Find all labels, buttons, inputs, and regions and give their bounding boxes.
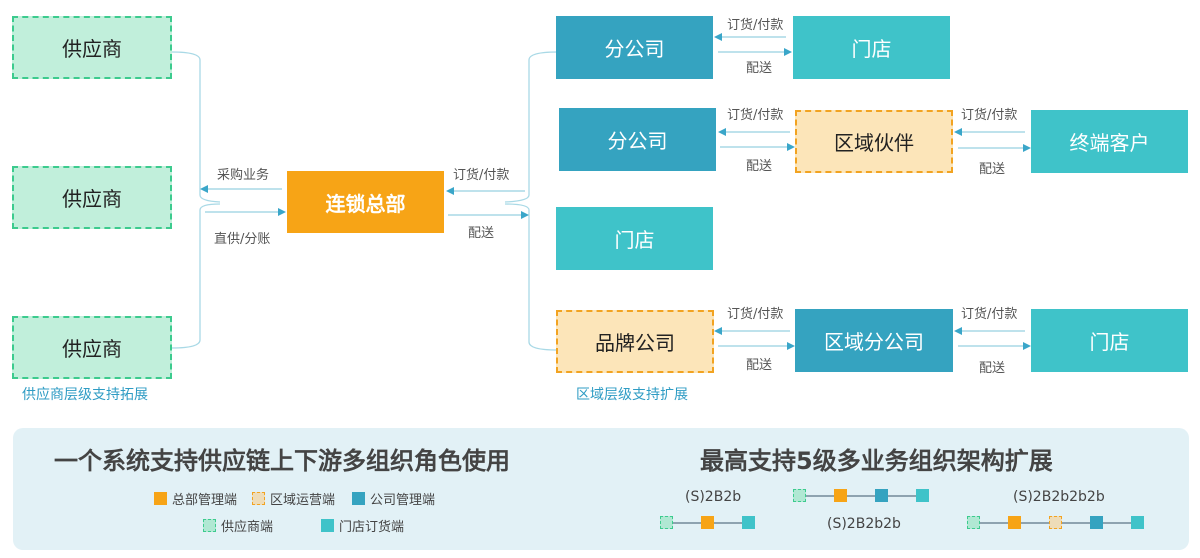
chain-connector	[1062, 521, 1090, 524]
hq-chain-node-icon	[1008, 516, 1021, 529]
chain-connector	[1021, 521, 1049, 524]
chain-connector	[1103, 521, 1131, 524]
delivery-label: 配送	[979, 162, 1006, 177]
branch-label: 分公司	[604, 37, 665, 61]
store-chain-node-icon	[916, 489, 929, 502]
branch-bracket	[504, 51, 558, 351]
brand-company-node: 品牌公司	[556, 310, 714, 373]
left-panel-title: 一个系统支持供应链上下游多组织角色使用	[54, 447, 510, 475]
partner-swatch-icon	[252, 492, 265, 505]
chain-connector	[888, 494, 916, 497]
store-node: 门店	[793, 16, 950, 79]
store-label: 门店	[851, 37, 892, 61]
brand-company-label: 品牌公司	[595, 331, 675, 355]
connector-lines	[171, 33, 1031, 351]
delivery-label: 配送	[746, 159, 773, 174]
hq-order-label: 订货/付款	[453, 168, 510, 183]
regional-partner-label: 区域伙伴	[834, 131, 914, 155]
delivery-label: 配送	[746, 61, 773, 76]
branch-node: 分公司	[559, 108, 716, 171]
tier-label: (S)2B2b2b2b	[1013, 489, 1105, 505]
supplier-node: 供应商	[12, 316, 172, 379]
legend-label: 区域运营端	[270, 493, 336, 508]
hq-chain-node-icon	[701, 516, 714, 529]
chain-connector	[673, 521, 701, 524]
supplier-node: 供应商	[12, 166, 172, 229]
supplier-chain-node-icon	[793, 489, 806, 502]
legend-label: 公司管理端	[370, 493, 436, 508]
store-chain-node-icon	[742, 516, 755, 529]
store-label: 门店	[1089, 330, 1130, 354]
supplier-chain-node-icon	[660, 516, 673, 529]
supplier-bracket	[171, 51, 221, 349]
tier-chain	[967, 516, 1144, 529]
store-node: 门店	[556, 207, 713, 270]
company-chain-node-icon	[1090, 516, 1103, 529]
order-label: 订货/付款	[727, 18, 784, 33]
hq-label: 连锁总部	[325, 191, 406, 216]
store-label: 门店	[614, 228, 655, 252]
legend-item-hq: 总部管理端	[154, 489, 237, 508]
supplier-node: 供应商	[12, 16, 172, 79]
delivery-label: 配送	[979, 361, 1006, 376]
order-label: 订货/付款	[961, 108, 1018, 123]
region-caption: 区域层级支持扩展	[576, 387, 688, 403]
legend-label: 供应商端	[221, 520, 274, 535]
chain-connector	[806, 494, 834, 497]
legend-item-company: 公司管理端	[352, 489, 435, 508]
tier-label: (S)2B2b	[685, 489, 742, 505]
company-chain-node-icon	[875, 489, 888, 502]
branch-node: 分公司	[556, 16, 713, 79]
regional-branch-label: 区域分公司	[824, 330, 924, 354]
chain-connector	[714, 521, 742, 524]
tier-chain	[660, 516, 755, 529]
order-label: 订货/付款	[961, 307, 1018, 322]
store-swatch-icon	[321, 519, 334, 532]
chain-connector	[847, 494, 875, 497]
legend-label: 总部管理端	[172, 493, 238, 508]
legend-item-store: 门店订货端	[321, 516, 404, 535]
tier-label: (S)2B2b2b	[827, 516, 901, 532]
regional-partner-node: 区域伙伴	[795, 110, 953, 173]
order-label: 订货/付款	[727, 108, 784, 123]
legend-item-partner: 区域运营端	[252, 489, 335, 508]
supplier-label: 供应商	[62, 187, 122, 211]
supplier-chain-node-icon	[967, 516, 980, 529]
hq-chain-node-icon	[834, 489, 847, 502]
legend-item-supplier: 供应商端	[203, 516, 273, 535]
tier-chain	[793, 489, 929, 502]
partner-chain-node-icon	[1049, 516, 1062, 529]
company-swatch-icon	[352, 492, 365, 505]
end-customer-label: 终端客户	[1069, 131, 1150, 155]
supplier-label: 供应商	[62, 337, 122, 361]
order-label: 订货/付款	[727, 307, 784, 322]
store-node: 门店	[1031, 309, 1188, 372]
purchase-label: 采购业务	[217, 168, 270, 183]
store-chain-node-icon	[1131, 516, 1144, 529]
hq-swatch-icon	[154, 492, 167, 505]
supplier-swatch-icon	[203, 519, 216, 532]
regional-branch-node: 区域分公司	[795, 309, 953, 372]
supplier-caption: 供应商层级支持拓展	[22, 387, 148, 403]
hq-delivery-label: 配送	[468, 226, 495, 241]
direct-supply-label: 直供/分账	[214, 232, 271, 247]
supplier-label: 供应商	[62, 37, 122, 61]
delivery-label: 配送	[746, 358, 773, 373]
legend-label: 门店订货端	[339, 520, 405, 535]
right-panel-title: 最高支持5级多业务组织架构扩展	[700, 447, 1053, 475]
branch-label: 分公司	[607, 129, 668, 153]
chain-connector	[980, 521, 1008, 524]
end-customer-node: 终端客户	[1031, 110, 1188, 173]
hq-node: 连锁总部	[287, 171, 444, 233]
